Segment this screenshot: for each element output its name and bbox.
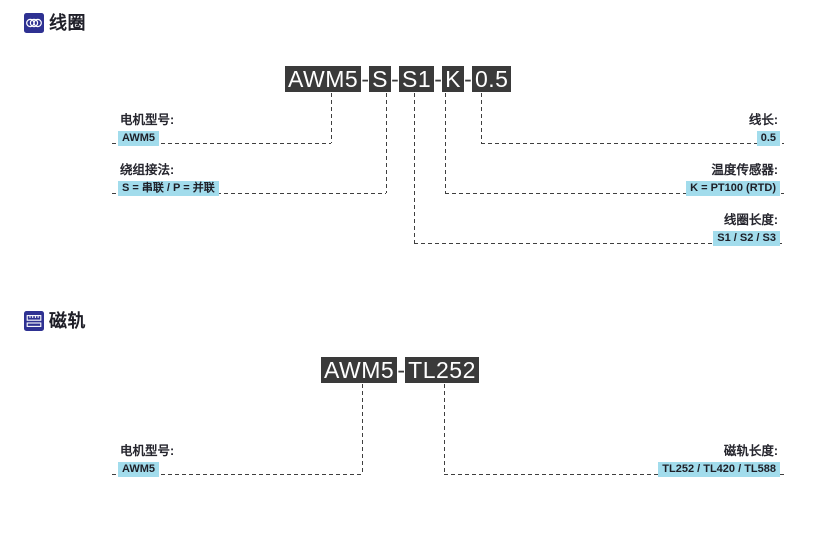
code-segment-track-length: TL252 xyxy=(405,357,479,383)
field-label: 绕组接法: xyxy=(120,163,175,177)
field-value-chip: K = PT100 (RTD) xyxy=(686,181,780,196)
coil-temp-sensor-label-block: 温度传感器: K = PT100 (RTD) xyxy=(686,163,780,196)
connector-line xyxy=(414,243,784,244)
coil-icon xyxy=(24,13,44,33)
field-value-chip: 0.5 xyxy=(756,131,780,146)
track-model-code: AWM5 - TL252 xyxy=(321,357,479,383)
code-separator: - xyxy=(464,66,472,92)
code-segment-coil-length: S1 xyxy=(399,66,435,92)
code-separator: - xyxy=(397,357,405,383)
track-motor-model-label-block: 电机型号: AWM5 xyxy=(118,444,174,477)
coil-section-heading: 线圈 xyxy=(24,13,86,33)
magnetic-track-icon xyxy=(24,311,44,331)
connector-line xyxy=(445,93,446,193)
connector-line xyxy=(481,143,784,144)
track-section-heading: 磁轨 xyxy=(24,311,86,331)
field-label: 线圈长度: xyxy=(723,213,778,227)
code-separator: - xyxy=(434,66,442,92)
connector-line xyxy=(112,474,362,475)
connector-line xyxy=(386,93,387,193)
connector-line xyxy=(414,93,415,243)
coil-winding-label-block: 绕组接法: S = 串联 / P = 并联 xyxy=(118,163,219,196)
field-value-chip: S = 串联 / P = 并联 xyxy=(118,181,219,196)
field-value-chip: S1 / S2 / S3 xyxy=(713,231,780,246)
field-label: 磁轨长度: xyxy=(723,444,778,458)
connector-line xyxy=(112,193,386,194)
code-segment-motor-model: AWM5 xyxy=(285,66,362,92)
coil-wire-length-label-block: 线长: 0.5 xyxy=(749,113,780,146)
coil-length-label-block: 线圈长度: S1 / S2 / S3 xyxy=(713,213,780,246)
connector-line xyxy=(444,474,784,475)
code-separator: - xyxy=(391,66,399,92)
code-segment-temp-sensor: K xyxy=(442,66,464,92)
field-label: 电机型号: xyxy=(120,444,175,458)
code-segment-wire-length: 0.5 xyxy=(471,66,512,92)
field-value-chip: AWM5 xyxy=(118,131,159,146)
field-label: 电机型号: xyxy=(120,113,175,127)
connector-line xyxy=(331,93,332,143)
coil-model-code: AWM5 - S - S1 - K - 0.5 xyxy=(285,66,512,92)
connector-line xyxy=(362,384,363,474)
code-segment-motor-model: AWM5 xyxy=(321,357,398,383)
connector-line xyxy=(112,143,331,144)
field-value-chip: AWM5 xyxy=(118,462,159,477)
field-label: 温度传感器: xyxy=(711,163,778,177)
code-segment-winding: S xyxy=(369,66,391,92)
coil-section-title: 线圈 xyxy=(49,13,86,33)
field-value-chip: TL252 / TL420 / TL588 xyxy=(658,462,780,477)
track-length-label-block: 磁轨长度: TL252 / TL420 / TL588 xyxy=(658,444,780,477)
code-separator: - xyxy=(361,66,369,92)
connector-line xyxy=(444,384,445,474)
coil-motor-model-label-block: 电机型号: AWM5 xyxy=(118,113,174,146)
track-section-title: 磁轨 xyxy=(49,311,86,331)
field-label: 线长: xyxy=(748,113,778,127)
connector-line xyxy=(445,193,784,194)
connector-line xyxy=(481,93,482,143)
